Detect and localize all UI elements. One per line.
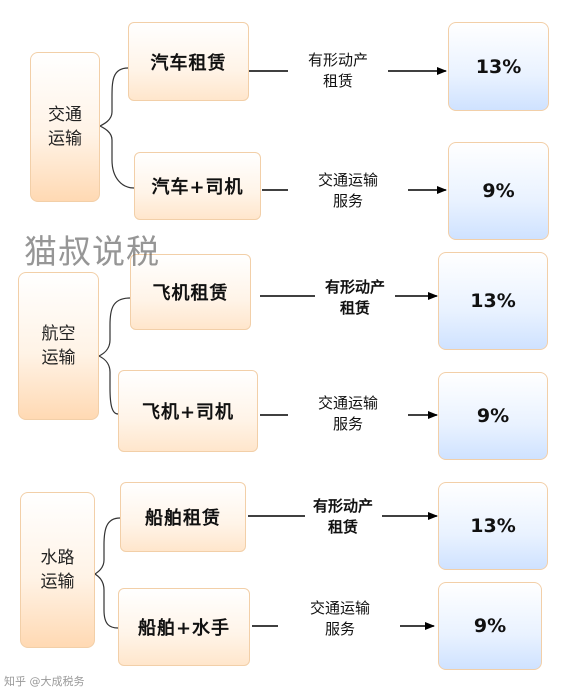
item-ship-lease: 船舶租赁 — [120, 482, 246, 552]
bracket-transport — [98, 67, 135, 189]
category-aviation: 航空运输 — [18, 272, 99, 420]
rate-r2: 9% — [448, 142, 549, 240]
category-waterway: 水路运输 — [20, 492, 95, 648]
item-car-lease: 汽车租赁 — [128, 22, 249, 101]
label-r6: 交通运输服务 — [309, 599, 370, 638]
item-plane-lease: 飞机租赁 — [130, 254, 251, 330]
rate-r3: 13% — [438, 252, 548, 350]
label-r1: 有形动产租赁 — [307, 51, 368, 90]
category-transport: 交通运输 — [30, 52, 100, 202]
label-r3: 有形动产租赁 — [324, 278, 385, 317]
item-plane-driver: 飞机+司机 — [118, 370, 258, 452]
item-car-driver: 汽车+司机 — [134, 152, 261, 220]
item-ship-sailor: 船舶+水手 — [118, 588, 250, 666]
watermark-text: 猫叔说税 — [24, 232, 160, 271]
label-r5: 有形动产租赁 — [312, 497, 373, 536]
label-r2: 交通运输服务 — [317, 171, 378, 210]
label-r4: 交通运输服务 — [317, 394, 378, 433]
bracket-waterway — [93, 517, 121, 629]
rate-r6: 9% — [438, 582, 542, 670]
source-footer: 知乎 @大成税务 — [4, 675, 85, 688]
rate-r5: 13% — [438, 482, 548, 570]
rate-r4: 9% — [438, 372, 548, 460]
bracket-aviation — [97, 297, 131, 415]
rate-r1: 13% — [448, 22, 549, 111]
